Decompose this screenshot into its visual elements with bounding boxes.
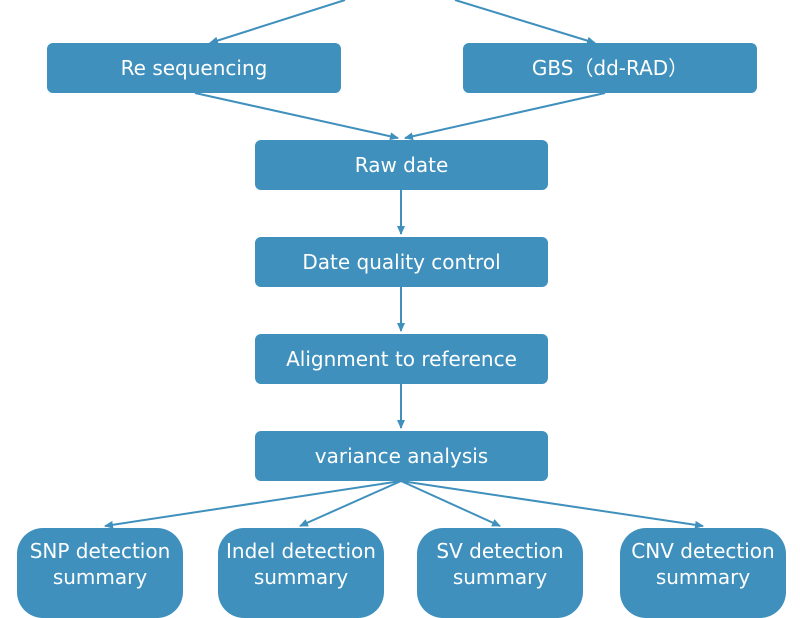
node-variance: variance analysis [255,431,548,481]
edge-variance-to-cnv [400,480,704,529]
edge-resequencing-to-raw-date [194,92,399,141]
edge-variance-to-sv [400,480,501,527]
node-alignment: Alignment to reference [255,334,548,384]
node-snp: SNP detection summary [17,528,183,618]
node-resequencing-label: Re sequencing [120,55,268,80]
node-indel-label: Indel detection summary [226,539,376,589]
node-sv: SV detection summary [417,528,583,618]
node-sv-label: SV detection summary [436,539,564,589]
node-gbs-label: GBS（dd-RAD） [531,55,689,80]
edge-top-to-resequencing [209,0,346,45]
edge-gbs-to-raw-date [404,92,606,141]
edge-variance-to-indel [299,480,402,527]
node-cnv: CNV detection summary [620,528,786,618]
node-resequencing: Re sequencing [47,43,341,93]
node-quality-control: Date quality control [255,237,548,287]
node-snp-label: SNP detection summary [29,539,171,589]
node-indel: Indel detection summary [218,528,384,618]
flowchart-edges [104,0,704,529]
flowchart: Re sequencing GBS（dd-RAD） Raw date Date … [17,0,786,618]
node-quality-control-label: Date quality control [302,249,501,274]
edge-variance-to-snp [104,480,402,529]
node-raw-date: Raw date [255,140,548,190]
node-variance-label: variance analysis [314,443,489,468]
node-alignment-label: Alignment to reference [286,346,517,371]
node-gbs: GBS（dd-RAD） [463,43,757,93]
edge-top-to-gbs [454,0,596,45]
node-cnv-label: CNV detection summary [631,539,775,589]
node-raw-date-label: Raw date [354,152,449,177]
